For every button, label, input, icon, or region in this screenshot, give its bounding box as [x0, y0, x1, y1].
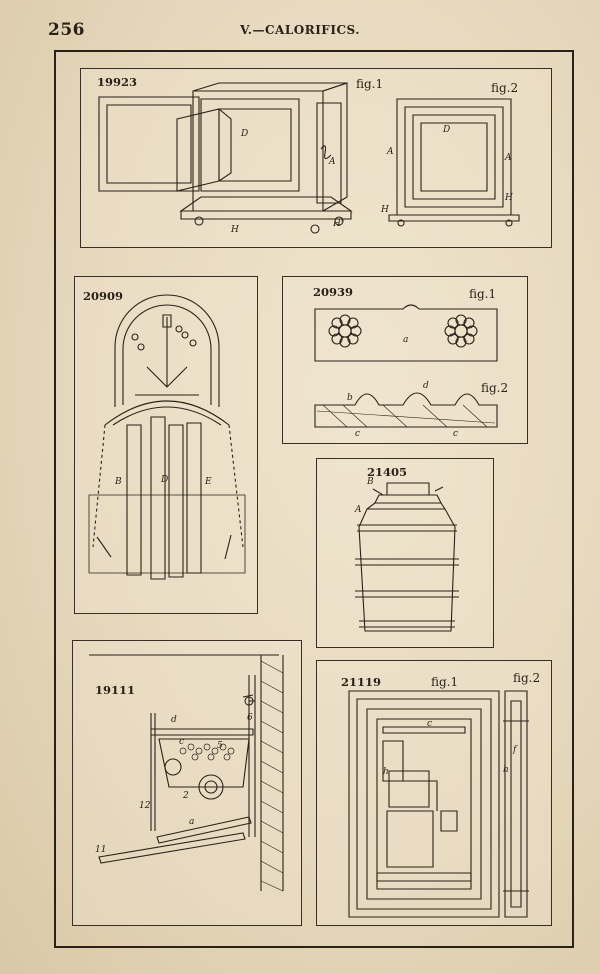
patent-number: 21119 [341, 675, 382, 689]
figure-panel-21119: 21119 fig.1 fig.2 c h f h [316, 660, 552, 926]
rosette-plate-illustration [283, 277, 529, 445]
label-H: H [231, 225, 239, 235]
label-D-fig2: D [443, 125, 451, 135]
figure-panel-20909: 20909 B D E [74, 276, 258, 614]
label-a: a [189, 817, 195, 827]
fig-1-label: fig.1 [469, 287, 497, 301]
label-H-fig2: H [505, 193, 513, 203]
plate-frame [54, 50, 574, 948]
label-h-fig2: h [503, 765, 509, 775]
label-11: 11 [95, 845, 107, 855]
patent-number: 19923 [97, 75, 138, 89]
label-c-left: c [355, 429, 361, 439]
patent-number: 21405 [367, 465, 408, 479]
label-c: c [179, 737, 185, 747]
label-A: A [355, 505, 362, 515]
label-H-prime: H' [333, 219, 344, 229]
fig-2-label: fig.2 [481, 381, 509, 395]
stove-door-illustration [317, 661, 553, 927]
figure-panel-19923: 19923 fig.1 fig.2 D A H H' D A A H H [80, 68, 552, 248]
fig-2-label: fig.2 [513, 671, 541, 685]
label-h: h [383, 767, 389, 777]
label-d: d [423, 381, 429, 391]
fig-1-label: fig.1 [431, 675, 459, 689]
label-c-right: c [453, 429, 459, 439]
label-B: B [367, 477, 374, 487]
furnace-section-illustration [73, 641, 303, 927]
stove-column-illustration [75, 277, 259, 615]
label-H-fig2-bottom: H [381, 205, 389, 215]
patent-number: 19111 [95, 683, 136, 697]
label-5: 5 [217, 741, 223, 751]
figure-panel-20939: 20939 fig.1 fig.2 a b d c c [282, 276, 528, 444]
label-a: a [403, 335, 409, 345]
barrel-heater-illustration [317, 459, 495, 649]
label-B: B [115, 477, 122, 487]
label-12: 12 [139, 801, 151, 811]
patent-number: 20939 [313, 285, 354, 299]
fig-2-label: fig.2 [491, 81, 519, 95]
safe-cabinet-illustration [81, 69, 553, 249]
label-A: A [329, 157, 336, 167]
figure-panel-21405: 21405 B A [316, 458, 494, 648]
label-f: f [513, 745, 517, 755]
label-A-fig2-right: A [505, 153, 512, 163]
label-A-fig2-left: A [387, 147, 394, 157]
label-D: D [241, 129, 249, 139]
label-b-left: b [347, 393, 353, 403]
label-E: E [205, 477, 212, 487]
page-number: 256 [48, 20, 85, 40]
label-D: D [161, 475, 169, 485]
label-d: d [171, 715, 177, 725]
section-title: V.—CALORIFICS. [240, 23, 360, 37]
label-2: 2 [183, 791, 189, 801]
fig-1-label: fig.1 [356, 77, 384, 91]
label-c: c [427, 719, 433, 729]
label-6: 6 [247, 713, 253, 723]
figure-panel-19111: 19111 d c a 2 5 6 11 12 [72, 640, 302, 926]
patent-number: 20909 [83, 289, 124, 303]
